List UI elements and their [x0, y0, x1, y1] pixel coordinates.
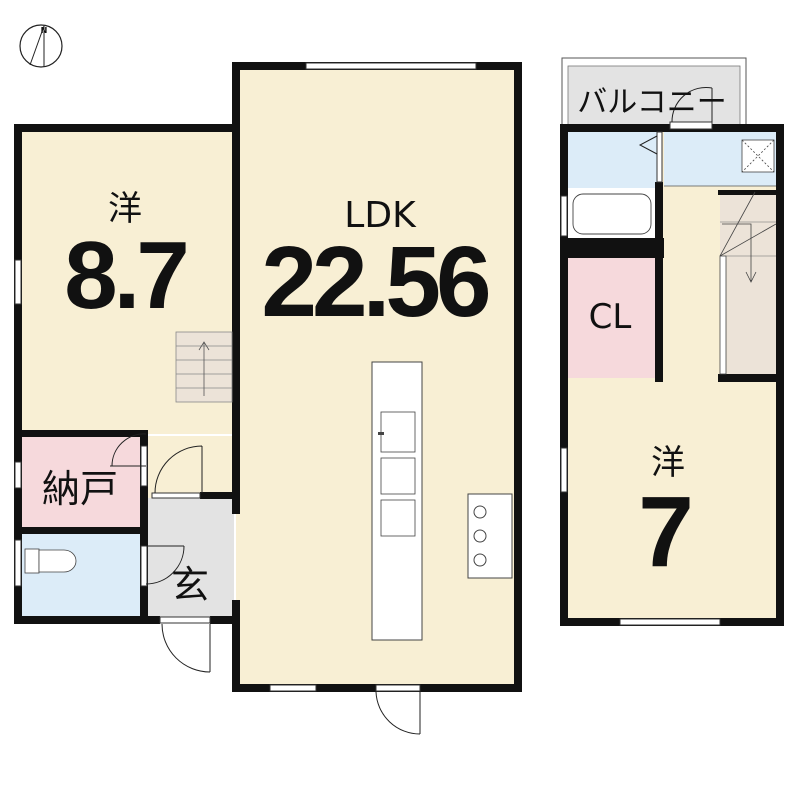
entrance-label: 玄	[171, 563, 209, 607]
stairs-icon	[719, 191, 777, 375]
toilet-icon	[24, 548, 77, 574]
ldk-size: 22.56	[261, 226, 488, 338]
north-arrow-icon: N	[19, 24, 63, 68]
western-room-2f-size: 7	[638, 476, 694, 588]
western-room-1f-size: 8.7	[64, 222, 186, 329]
windows-doors-2f	[560, 86, 776, 626]
closet	[566, 258, 658, 378]
vent-icon	[741, 139, 775, 173]
balcony-label: バルコニー	[577, 85, 726, 120]
western-room-1f-label: 洋	[108, 189, 142, 229]
stairs-2f	[720, 192, 776, 376]
floor-2: バルコニー CL 洋 7	[560, 57, 784, 626]
balcony-floor	[567, 65, 741, 127]
closet-label: CL	[589, 297, 632, 337]
western-room-2f-label: 洋	[651, 443, 685, 483]
bathtub-icon	[572, 193, 652, 235]
kitchen-counter	[371, 361, 423, 641]
storage-room	[18, 436, 146, 530]
stairs-icon	[175, 331, 233, 403]
entrance-area	[148, 498, 234, 620]
doors-1f	[110, 433, 421, 735]
hallway	[148, 436, 234, 498]
washroom	[566, 130, 660, 188]
floor-1: 洋 8.7 LDK 22.56 納戸 玄	[14, 62, 522, 735]
ldk-label: LDK	[344, 195, 417, 236]
storage-label: 納戸	[42, 467, 118, 511]
svg-text:N: N	[41, 26, 48, 35]
windows-1f	[14, 62, 477, 692]
stove-icon	[467, 493, 513, 579]
toilet-room	[18, 532, 142, 620]
